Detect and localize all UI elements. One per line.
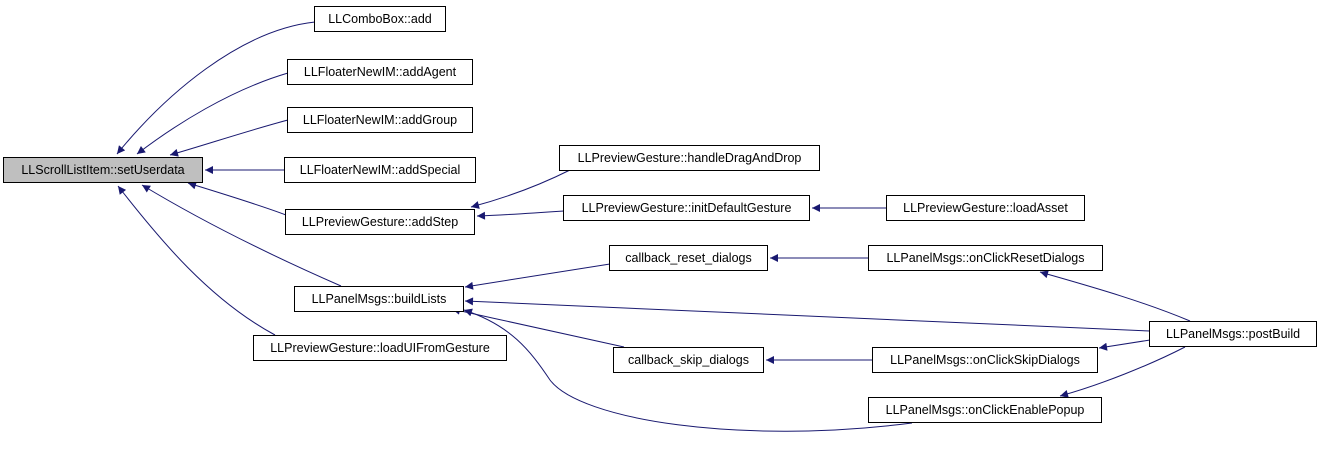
node-newim-addagent[interactable]: LLFloaterNewIM::addAgent	[287, 59, 473, 85]
edge-msgs_onpopup-to-msgs_buildlists	[463, 308, 913, 432]
node-msgs-buildlists[interactable]: LLPanelMsgs::buildLists	[294, 286, 464, 312]
node-msgs-onreset[interactable]: LLPanelMsgs::onClickResetDialogs	[868, 245, 1103, 271]
node-combobox-add[interactable]: LLComboBox::add	[314, 6, 446, 32]
edge-msgs_buildlists-to-root	[141, 184, 342, 287]
node-msgs-onpopup[interactable]: LLPanelMsgs::onClickEnablePopup	[868, 397, 1102, 423]
node-newim-addgroup[interactable]: LLFloaterNewIM::addGroup	[287, 107, 473, 133]
edge-msgs_postbuild-to-msgs_onskip	[1098, 339, 1151, 351]
node-msgs-onskip[interactable]: LLPanelMsgs::onClickSkipDialogs	[872, 347, 1098, 373]
node-root: LLScrollListItem::setUserdata	[3, 157, 203, 183]
node-gesture-loadasset[interactable]: LLPreviewGesture::loadAsset	[886, 195, 1085, 221]
node-gesture-dragdrop[interactable]: LLPreviewGesture::handleDragAndDrop	[559, 145, 820, 171]
node-gesture-loadui[interactable]: LLPreviewGesture::loadUIFromGesture	[253, 335, 507, 361]
edge-gesture_loadui-to-root	[117, 185, 276, 336]
node-cb-skip[interactable]: callback_skip_dialogs	[613, 347, 764, 373]
node-msgs-postbuild[interactable]: LLPanelMsgs::postBuild	[1149, 321, 1317, 347]
edge-msgs_postbuild-to-msgs_onpopup	[1059, 346, 1186, 398]
node-gesture-addstep[interactable]: LLPreviewGesture::addStep	[285, 209, 475, 235]
node-gesture-initdefault[interactable]: LLPreviewGesture::initDefaultGesture	[563, 195, 810, 221]
edge-cb_reset-to-msgs_buildlists	[464, 263, 611, 290]
edge-gesture_dragdrop-to-gesture_addstep	[470, 169, 571, 209]
edge-gesture_initdefault-to-gesture_addstep	[476, 210, 565, 220]
edge-combobox_add-to-root	[116, 21, 316, 155]
node-cb-reset[interactable]: callback_reset_dialogs	[609, 245, 768, 271]
edge-msgs_postbuild-to-msgs_onreset	[1039, 270, 1191, 322]
edge-newim_addagent-to-root	[136, 72, 289, 155]
edge-newim_addgroup-to-root	[169, 119, 289, 157]
edge-msgs_postbuild-to-msgs_buildlists	[464, 297, 1151, 332]
node-newim-addspecial[interactable]: LLFloaterNewIM::addSpecial	[284, 157, 476, 183]
edge-gesture_addstep-to-root	[187, 181, 287, 216]
